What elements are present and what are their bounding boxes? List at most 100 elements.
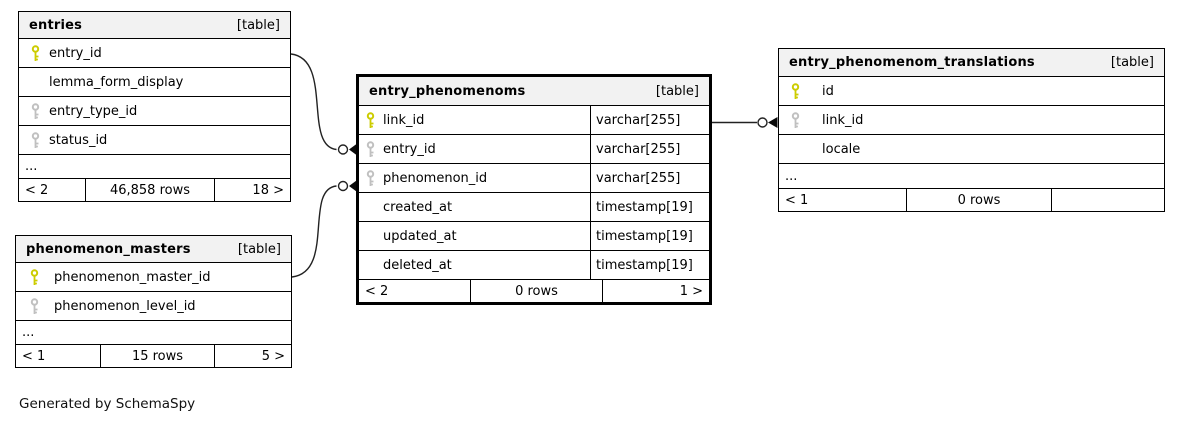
primary-key-icon: [30, 268, 39, 286]
column-type: varchar[255]: [596, 141, 681, 157]
primary-key-icon: [366, 111, 375, 129]
more-columns-row: ...: [19, 155, 290, 179]
ellipsis-label: ...: [22, 325, 35, 340]
column-row-id: id: [779, 77, 1164, 106]
column-name: id: [822, 83, 834, 99]
column-row-status-id: status_id: [19, 126, 290, 155]
column-row-updated-at: updated_at timestamp[19]: [359, 222, 709, 251]
zero-cardinality-icon: [337, 180, 349, 192]
edge-entry-phenomenoms-to-translations: [712, 117, 778, 128]
column-row-link-id: link_id varchar[255]: [359, 106, 709, 135]
column-row-link-id: link_id: [779, 106, 1164, 135]
table-node-entries[interactable]: entries [table] entry_id lemma_form_disp…: [18, 11, 291, 202]
edge-phenomenon-masters-to-entry-phenomenoms: [291, 180, 357, 278]
table-header[interactable]: entry_phenomenom_translations [table]: [779, 49, 1164, 77]
column-type: varchar[255]: [596, 170, 681, 186]
column-name: updated_at: [383, 228, 457, 244]
column-type-cell: timestamp[19]: [590, 193, 709, 221]
column-name: entry_type_id: [49, 103, 138, 119]
column-name-cell: phenomenon_id: [359, 164, 590, 192]
column-type-cell: timestamp[19]: [590, 251, 709, 279]
column-name: link_id: [383, 112, 425, 128]
column-name: deleted_at: [383, 257, 452, 273]
column-row-phenomenon-id: phenomenon_id varchar[255]: [359, 164, 709, 193]
column-name: entry_id: [49, 45, 102, 61]
ellipsis-label: ...: [785, 168, 798, 184]
column-name: status_id: [49, 132, 108, 148]
column-name: phenomenon_id: [383, 170, 488, 186]
table-name: entry_phenomenoms: [369, 83, 526, 99]
column-row-locale: locale: [779, 135, 1164, 164]
table-name: phenomenon_masters: [26, 241, 191, 257]
table-name: entries: [29, 17, 83, 33]
table-node-entry-phenomenoms[interactable]: entry_phenomenoms [table] link_id varcha…: [356, 74, 712, 305]
foreign-key-icon: [31, 131, 40, 149]
crow-foot-icon: [768, 117, 778, 128]
column-type-cell: varchar[255]: [590, 106, 709, 134]
column-type: varchar[255]: [596, 112, 681, 128]
column-type: timestamp[19]: [596, 199, 693, 215]
column-name-cell: link_id: [359, 106, 590, 134]
column-row-deleted-at: deleted_at timestamp[19]: [359, 251, 709, 280]
no-key-spacer: [366, 199, 375, 216]
table-footer: < 2 46,858 rows 18 >: [19, 179, 290, 201]
primary-key-icon: [791, 82, 800, 100]
no-key-spacer: [366, 257, 375, 274]
related-children-count: 18 >: [214, 179, 290, 201]
column-row-created-at: created_at timestamp[19]: [359, 193, 709, 222]
column-name-cell: created_at: [359, 193, 590, 221]
column-row-phenomenon-level-id: phenomenon_level_id: [16, 292, 291, 321]
column-name: phenomenon_level_id: [54, 298, 196, 314]
column-type-cell: varchar[255]: [590, 164, 709, 192]
column-row-entry-id: entry_id: [19, 39, 290, 68]
column-name: phenomenon_master_id: [54, 269, 211, 285]
column-row-lemma-form-display: lemma_form_display: [19, 68, 290, 97]
foreign-key-icon: [791, 111, 800, 129]
related-parents-count: < 2: [25, 182, 49, 198]
row-count: 0 rows: [470, 280, 602, 302]
related-children-count: [1051, 189, 1164, 211]
related-parents-count: < 2: [365, 283, 389, 299]
row-count: 15 rows: [100, 345, 214, 367]
related-parents-count: < 1: [785, 192, 809, 208]
foreign-key-icon: [30, 297, 39, 315]
column-name-cell: entry_id: [359, 135, 590, 163]
no-key-spacer: [31, 74, 40, 91]
more-columns-row: ...: [779, 164, 1164, 189]
ellipsis-label: ...: [25, 159, 38, 174]
zero-cardinality-icon: [757, 117, 768, 128]
column-name: lemma_form_display: [49, 74, 184, 90]
zero-cardinality-icon: [337, 144, 349, 155]
column-row-entry-id: entry_id varchar[255]: [359, 135, 709, 164]
table-type-badge: [table]: [1110, 55, 1154, 70]
column-row-phenomenon-master-id: phenomenon_master_id: [16, 263, 291, 292]
row-count: 46,858 rows: [85, 179, 214, 201]
table-node-entry-phenomenom-translations[interactable]: entry_phenomenom_translations [table] id…: [778, 48, 1165, 212]
edge-entries-to-entry-phenomenoms: [290, 53, 357, 155]
column-name-cell: updated_at: [359, 222, 590, 250]
table-header[interactable]: entry_phenomenoms [table]: [359, 77, 709, 106]
column-type-cell: timestamp[19]: [590, 222, 709, 250]
column-name: entry_id: [383, 141, 436, 157]
column-type-cell: varchar[255]: [590, 135, 709, 163]
generated-by-caption: Generated by SchemaSpy: [19, 396, 196, 412]
column-name-cell: deleted_at: [359, 251, 590, 279]
foreign-key-icon: [31, 102, 40, 120]
table-header[interactable]: phenomenon_masters [table]: [16, 236, 291, 263]
table-node-phenomenon-masters[interactable]: phenomenon_masters [table] phenomenon_ma…: [15, 235, 292, 368]
table-type-badge: [table]: [237, 241, 281, 257]
table-header[interactable]: entries [table]: [19, 12, 290, 39]
related-children-count: 5 >: [214, 345, 291, 367]
column-name: created_at: [383, 199, 453, 215]
related-children-count: 1 >: [602, 280, 709, 302]
column-type: timestamp[19]: [596, 257, 693, 273]
no-key-spacer: [366, 228, 375, 245]
foreign-key-icon: [366, 169, 375, 187]
table-type-badge: [table]: [655, 83, 699, 99]
column-row-entry-type-id: entry_type_id: [19, 97, 290, 126]
table-footer: < 2 0 rows 1 >: [359, 280, 709, 302]
related-parents-count: < 1: [22, 348, 46, 364]
column-type: timestamp[19]: [596, 228, 693, 244]
table-footer: < 1 0 rows: [779, 189, 1164, 211]
no-key-spacer: [791, 141, 800, 158]
